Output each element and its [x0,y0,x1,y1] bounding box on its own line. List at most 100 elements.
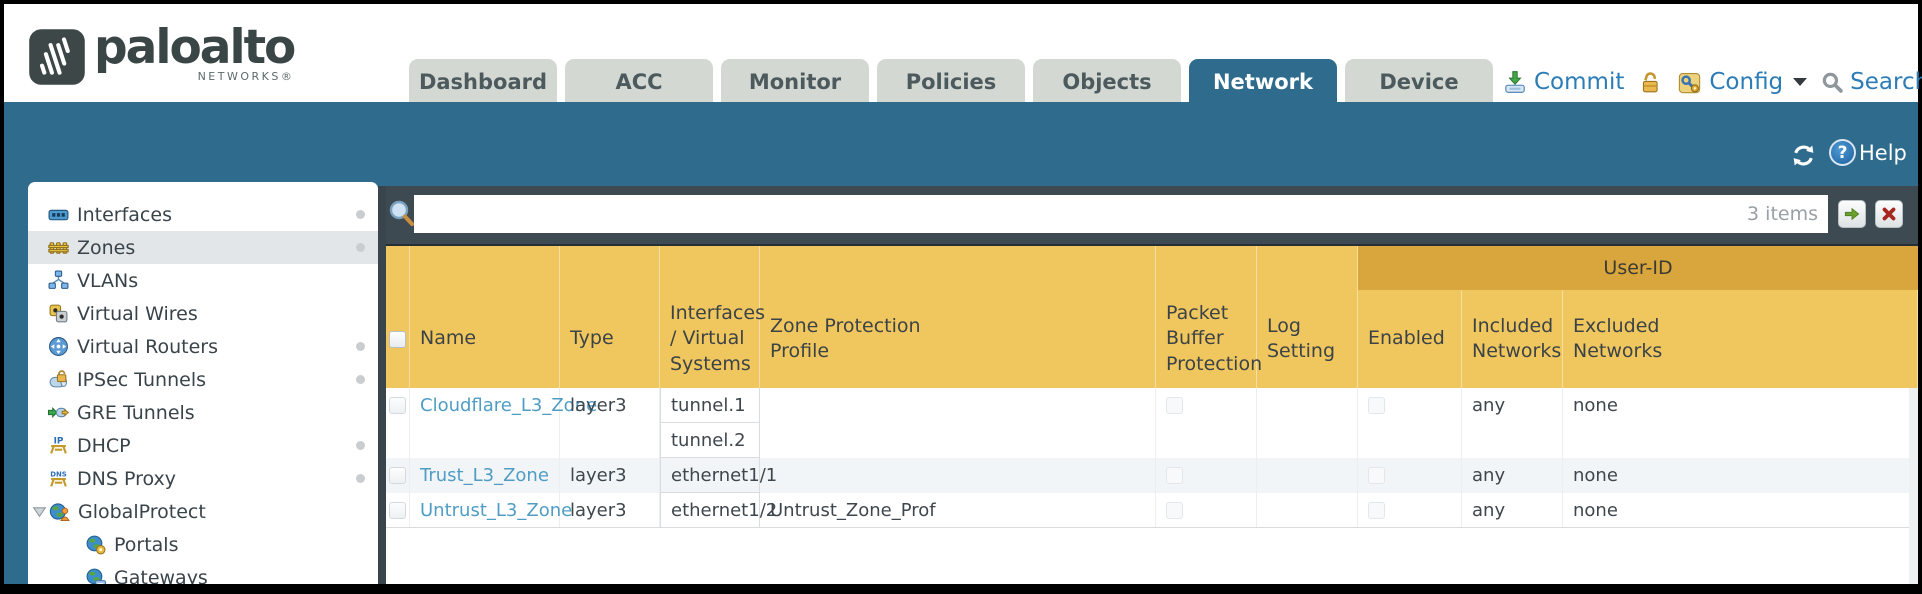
tab-monitor[interactable]: Monitor [721,59,869,106]
vlans-icon [48,270,70,291]
commit-icon [1505,71,1525,93]
row-checkbox[interactable] [389,502,406,519]
column-header-log-setting[interactable]: Log Setting [1257,246,1358,388]
packet-buffer-checkbox[interactable] [1166,397,1183,414]
column-header-excluded-networks[interactable]: Excluded Networks [1563,290,1918,388]
user-id-group-header: User-ID [1358,246,1918,290]
sidebar-item-label: Gateways [114,566,208,585]
user-id-enabled-checkbox[interactable] [1368,502,1385,519]
interface-cell: ethernet1/1 [661,458,777,493]
zone-type: layer3 [570,395,627,416]
zone-name-link[interactable]: Trust_L3_Zone [420,465,549,486]
included-networks: any [1472,465,1506,486]
interface-cell: ethernet1/2 [661,493,777,528]
status-dot [356,375,365,384]
top-header: paloalto NETWORKS® Dashboard ACC Monitor… [4,4,1922,106]
config-menu[interactable]: Config [1676,69,1808,96]
column-header-interfaces[interactable]: Interfaces / Virtual Systems [660,246,765,388]
select-all-checkbox[interactable] [389,330,406,348]
sidebar-item-interfaces[interactable]: Interfaces [28,198,378,231]
expand-collapse-icon[interactable] [31,503,48,520]
excluded-networks: none [1573,500,1618,521]
packet-buffer-checkbox[interactable] [1166,502,1183,519]
sidebar-item-gre-tunnels[interactable]: GRE Tunnels [28,396,378,429]
table-row-trust: Trust_L3_Zone layer3 ethernet1/1 any non… [386,458,1918,493]
column-header-included-networks[interactable]: Included Networks [1462,290,1563,388]
search-icon [1822,72,1843,93]
sidebar-item-ipsec-tunnels[interactable]: IPSec Tunnels [28,363,378,396]
tab-network[interactable]: Network [1189,59,1337,106]
status-dot [356,243,365,252]
sidebar-item-virtual-routers[interactable]: Virtual Routers [28,330,378,363]
tab-policies[interactable]: Policies [877,59,1025,106]
lock-icon[interactable] [1638,70,1662,95]
sidebar-item-vlans[interactable]: VLANs [28,264,378,297]
help-button[interactable]: ? Help [1829,139,1907,166]
zone-type: layer3 [570,500,627,521]
sidebar-item-gateways[interactable]: Gateways [28,561,378,584]
user-id-enabled-checkbox[interactable] [1368,397,1385,414]
sidebar-item-label: GRE Tunnels [77,401,195,424]
zones-icon [48,237,70,258]
column-header-enabled[interactable]: Enabled [1358,290,1462,388]
column-header-name[interactable]: Name [410,246,560,388]
sidebar-item-dns-proxy[interactable]: DNS DNS Proxy [28,462,378,495]
column-header-packet-buffer[interactable]: Packet Buffer Protection [1156,246,1262,388]
zone-name-link[interactable]: Untrust_L3_Zone [420,500,573,521]
sidebar-item-dhcp[interactable]: IP DHCP [28,429,378,462]
paloalto-logo: paloalto NETWORKS® [28,20,296,86]
row-checkbox[interactable] [389,467,406,484]
tab-dashboard[interactable]: Dashboard [409,59,557,106]
table-row-untrust: Untrust_L3_Zone layer3 ethernet1/2 Untru… [386,493,1918,528]
config-label: Config [1709,69,1784,95]
table-body: Cloudflare_L3_Zone layer3 tunnel.1 tunne… [386,388,1918,528]
clear-filter-button[interactable] [1875,200,1903,228]
utility-bar: Commit Config [1502,58,1922,106]
brand-name: paloalto [94,20,296,75]
dhcp-icon: IP [48,435,70,456]
sidebar-item-portals[interactable]: Portals [28,528,378,561]
filter-input[interactable] [414,202,1748,226]
sidebar-item-label: Portals [114,533,179,556]
sidebar-item-label: Interfaces [77,203,172,226]
dns-proxy-icon: DNS [48,468,70,489]
apply-filter-button[interactable] [1838,200,1866,228]
status-dot [356,342,365,351]
column-header-zone-protection[interactable]: Zone Protection Profile [760,246,1156,388]
filter-search-icon [389,200,414,226]
item-count: 3 items [1747,203,1818,225]
tab-objects[interactable]: Objects [1033,59,1181,106]
zone-protection-profile: Untrust_Zone_Prof [770,500,936,521]
sidebar-item-zones[interactable]: Zones [28,231,378,264]
tab-device[interactable]: Device [1345,59,1493,106]
globalprotect-icon [49,501,71,522]
zone-type: layer3 [570,465,627,486]
excluded-networks: none [1573,465,1618,486]
status-dot [356,474,365,483]
clear-x-icon [1882,207,1896,221]
column-header-type[interactable]: Type [560,246,660,388]
sidebar-item-label: Virtual Wires [77,302,198,325]
status-dot [356,210,365,219]
config-icon [1679,72,1701,93]
scrollbar-track[interactable] [1909,388,1918,584]
zone-name-link[interactable]: Cloudflare_L3_Zone [420,395,598,416]
panel-divider [378,186,386,584]
brand-subtitle: NETWORKS® [197,69,295,83]
row-checkbox[interactable] [389,397,406,414]
sidebar-item-globalprotect[interactable]: GlobalProtect [28,495,378,528]
sidebar-item-virtual-wires[interactable]: Virtual Wires [28,297,378,330]
filter-bar: 3 items [386,186,1918,244]
interface-cell: tunnel.2 [661,423,759,458]
tab-acc[interactable]: ACC [565,59,713,106]
commit-label: Commit [1534,69,1625,95]
packet-buffer-checkbox[interactable] [1166,467,1183,484]
user-id-enabled-checkbox[interactable] [1368,467,1385,484]
commit-button[interactable]: Commit [1502,69,1624,95]
sidebar-item-label: IPSec Tunnels [77,368,207,391]
search-label: Search [1850,69,1922,95]
sidebar-item-label: DHCP [77,434,131,457]
search-button[interactable]: Search [1821,69,1922,95]
refresh-icon[interactable] [1790,142,1817,169]
